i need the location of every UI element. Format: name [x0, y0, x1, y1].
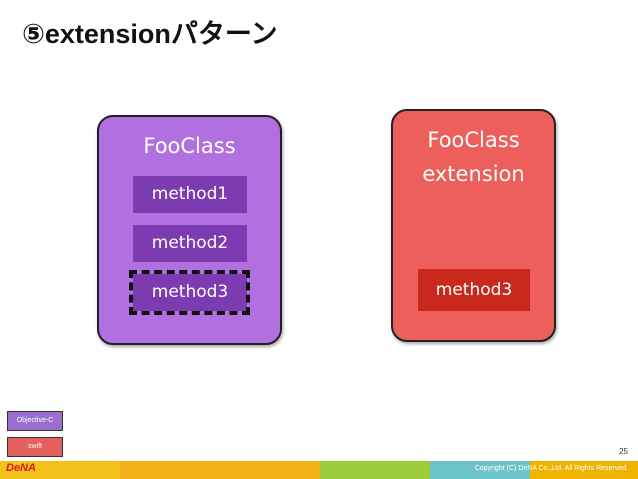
fooclass-title: FooClass: [143, 134, 236, 158]
objective-c-legend: Objective-C: [7, 411, 63, 431]
dena-logo: DeNA: [6, 462, 36, 474]
fooclass-box: FooClass method1 method2 method3: [97, 115, 282, 345]
footer-segment-green: [320, 461, 430, 479]
footer-segment-orange: [120, 461, 320, 479]
footer-segment-yellow: [0, 461, 120, 479]
method2-block: method2: [133, 225, 247, 262]
copyright-text: Copyright (C) DeNA Co.,Ltd. All Rights R…: [474, 465, 628, 472]
method3-dashed-outline: [129, 270, 250, 315]
fooclass-extension-title: FooClass extension: [393, 123, 554, 191]
method3-block: method3: [133, 274, 247, 311]
extension-method3-block: method3: [418, 269, 530, 311]
footer-color-bar: [0, 461, 638, 479]
swift-legend: swift: [7, 437, 63, 457]
page-number: 25: [619, 447, 628, 456]
fooclass-extension-box: FooClass extension method3: [391, 109, 556, 342]
footer-segment-gold: [530, 461, 638, 479]
extension-title-line1: FooClass: [427, 128, 520, 152]
footer-segment-teal: [430, 461, 530, 479]
method1-block: method1: [133, 176, 247, 213]
slide-title: ⑤extensionパターン: [22, 19, 278, 49]
extension-title-line2: extension: [422, 162, 525, 186]
